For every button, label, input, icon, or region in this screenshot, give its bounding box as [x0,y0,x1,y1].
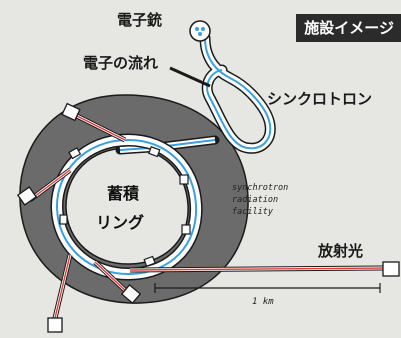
electron-gun-icon [189,20,211,42]
storage-ring-label-line2: リング [96,213,145,232]
synchrotron-label: シンクロトロン [267,90,373,108]
synchrotron-beam [204,37,272,150]
facility-note: synchrotron radiation facility [232,182,288,218]
facility-image-badge: 施設イメージ [296,14,401,42]
electron-flow-pointer [169,66,211,88]
scale-bar [154,283,381,293]
facility-note-line: radiation [232,195,279,205]
ring-magnets [59,146,191,267]
radiation-label: 放射光 [318,242,364,260]
facility-note-line: facility [232,207,273,217]
facility-note-line: synchrotron [232,183,289,193]
storage-ring-label-line1: 蓄積 [107,184,140,203]
electron-flow-label: 電子の流れ [83,54,159,72]
electron-gun-label: 電子銃 [117,11,163,29]
radiation-rays [29,114,389,319]
scale-label: 1 km [252,297,274,307]
end-stations [16,102,400,333]
